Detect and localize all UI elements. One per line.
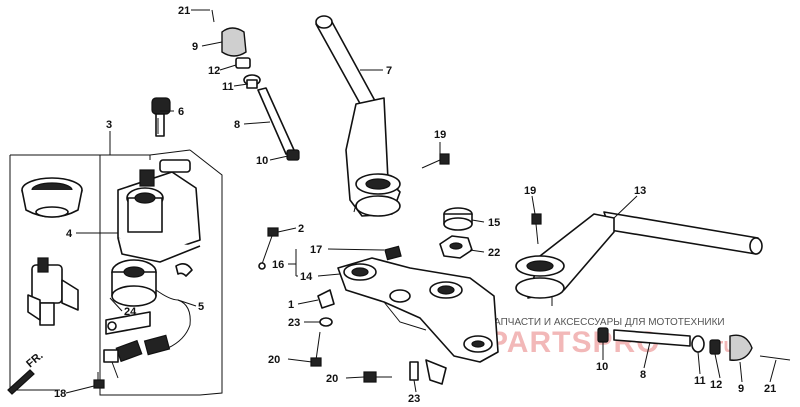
callout-20-right: 20 — [326, 373, 338, 385]
callout-14: 14 — [300, 271, 313, 283]
callout-9-right: 9 — [738, 383, 744, 395]
callout-15: 15 — [488, 217, 500, 229]
callout-7: 7 — [386, 65, 392, 77]
callout-11-top: 11 — [222, 81, 234, 93]
callout-23-left: 23 — [288, 317, 300, 329]
callout-4: 4 — [66, 228, 73, 240]
wire-harness — [103, 289, 191, 379]
stem-nut-22 — [439, 235, 473, 259]
damper-stack-right — [597, 327, 791, 361]
leader-lines — [65, 9, 777, 394]
seat-lock — [27, 257, 79, 326]
lock-cylinder — [111, 259, 193, 307]
callout-3: 3 — [106, 119, 112, 131]
bolt-18 — [93, 372, 105, 389]
bolt-20-left — [310, 331, 322, 367]
front-direction-marker: FR. — [7, 350, 46, 395]
callout-23-right: 23 — [408, 393, 420, 405]
direction-label: FR. — [24, 350, 45, 371]
bracket-1-right — [425, 359, 447, 385]
stem-seal-17 — [384, 245, 402, 261]
watermark-caption: ЗАПЧАСТИ И АКСЕССУАРЫ ДЛЯ МОТОТЕХНИКИ — [488, 317, 725, 328]
callout-12-right: 12 — [710, 379, 722, 391]
callout-9-top: 9 — [192, 41, 198, 53]
callout-18: 18 — [54, 388, 66, 400]
callout-6: 6 — [178, 106, 184, 118]
callout-11-right: 11 — [694, 375, 706, 387]
key-6 — [151, 97, 171, 137]
ignition-cover — [21, 177, 83, 218]
handlebar-left — [315, 15, 401, 217]
callout-2: 2 — [298, 223, 304, 235]
callout-13: 13 — [634, 185, 646, 197]
bolt-20-right — [363, 371, 392, 383]
bolt-19-right — [531, 213, 542, 245]
ignition-switch — [117, 159, 201, 263]
washer-23-left — [319, 317, 333, 327]
callout-24: 24 — [124, 306, 137, 318]
callout-8-right: 8 — [640, 369, 646, 381]
top-bridge — [337, 257, 499, 363]
callout-12-top: 12 — [208, 65, 220, 77]
handlebar-right — [515, 211, 763, 306]
callout-5: 5 — [198, 301, 204, 313]
bracket-1-left — [317, 289, 335, 309]
callout-8-top: 8 — [234, 119, 240, 131]
callout-19-right: 19 — [524, 185, 536, 197]
switch-clamp — [105, 311, 151, 335]
washer-23-right — [409, 361, 419, 381]
callout-21-right: 21 — [764, 383, 776, 395]
callout-10-top: 10 — [256, 155, 268, 167]
callout-17: 17 — [310, 244, 322, 256]
callout-21-top: 21 — [178, 5, 190, 17]
callout-19-left: 19 — [434, 129, 446, 141]
damper-stack-left — [211, 9, 300, 161]
callout-labels: 21 9 12 11 8 10 6 7 3 4 5 24 18 19 2 17 … — [54, 5, 776, 405]
stem-cap-15 — [443, 207, 473, 231]
bolt-19-left — [421, 153, 450, 169]
callout-16: 16 — [272, 259, 284, 271]
callout-10-right: 10 — [596, 361, 608, 373]
callout-20-left: 20 — [268, 354, 280, 366]
callout-22: 22 — [488, 247, 500, 259]
callout-1-left: 1 — [288, 299, 294, 311]
